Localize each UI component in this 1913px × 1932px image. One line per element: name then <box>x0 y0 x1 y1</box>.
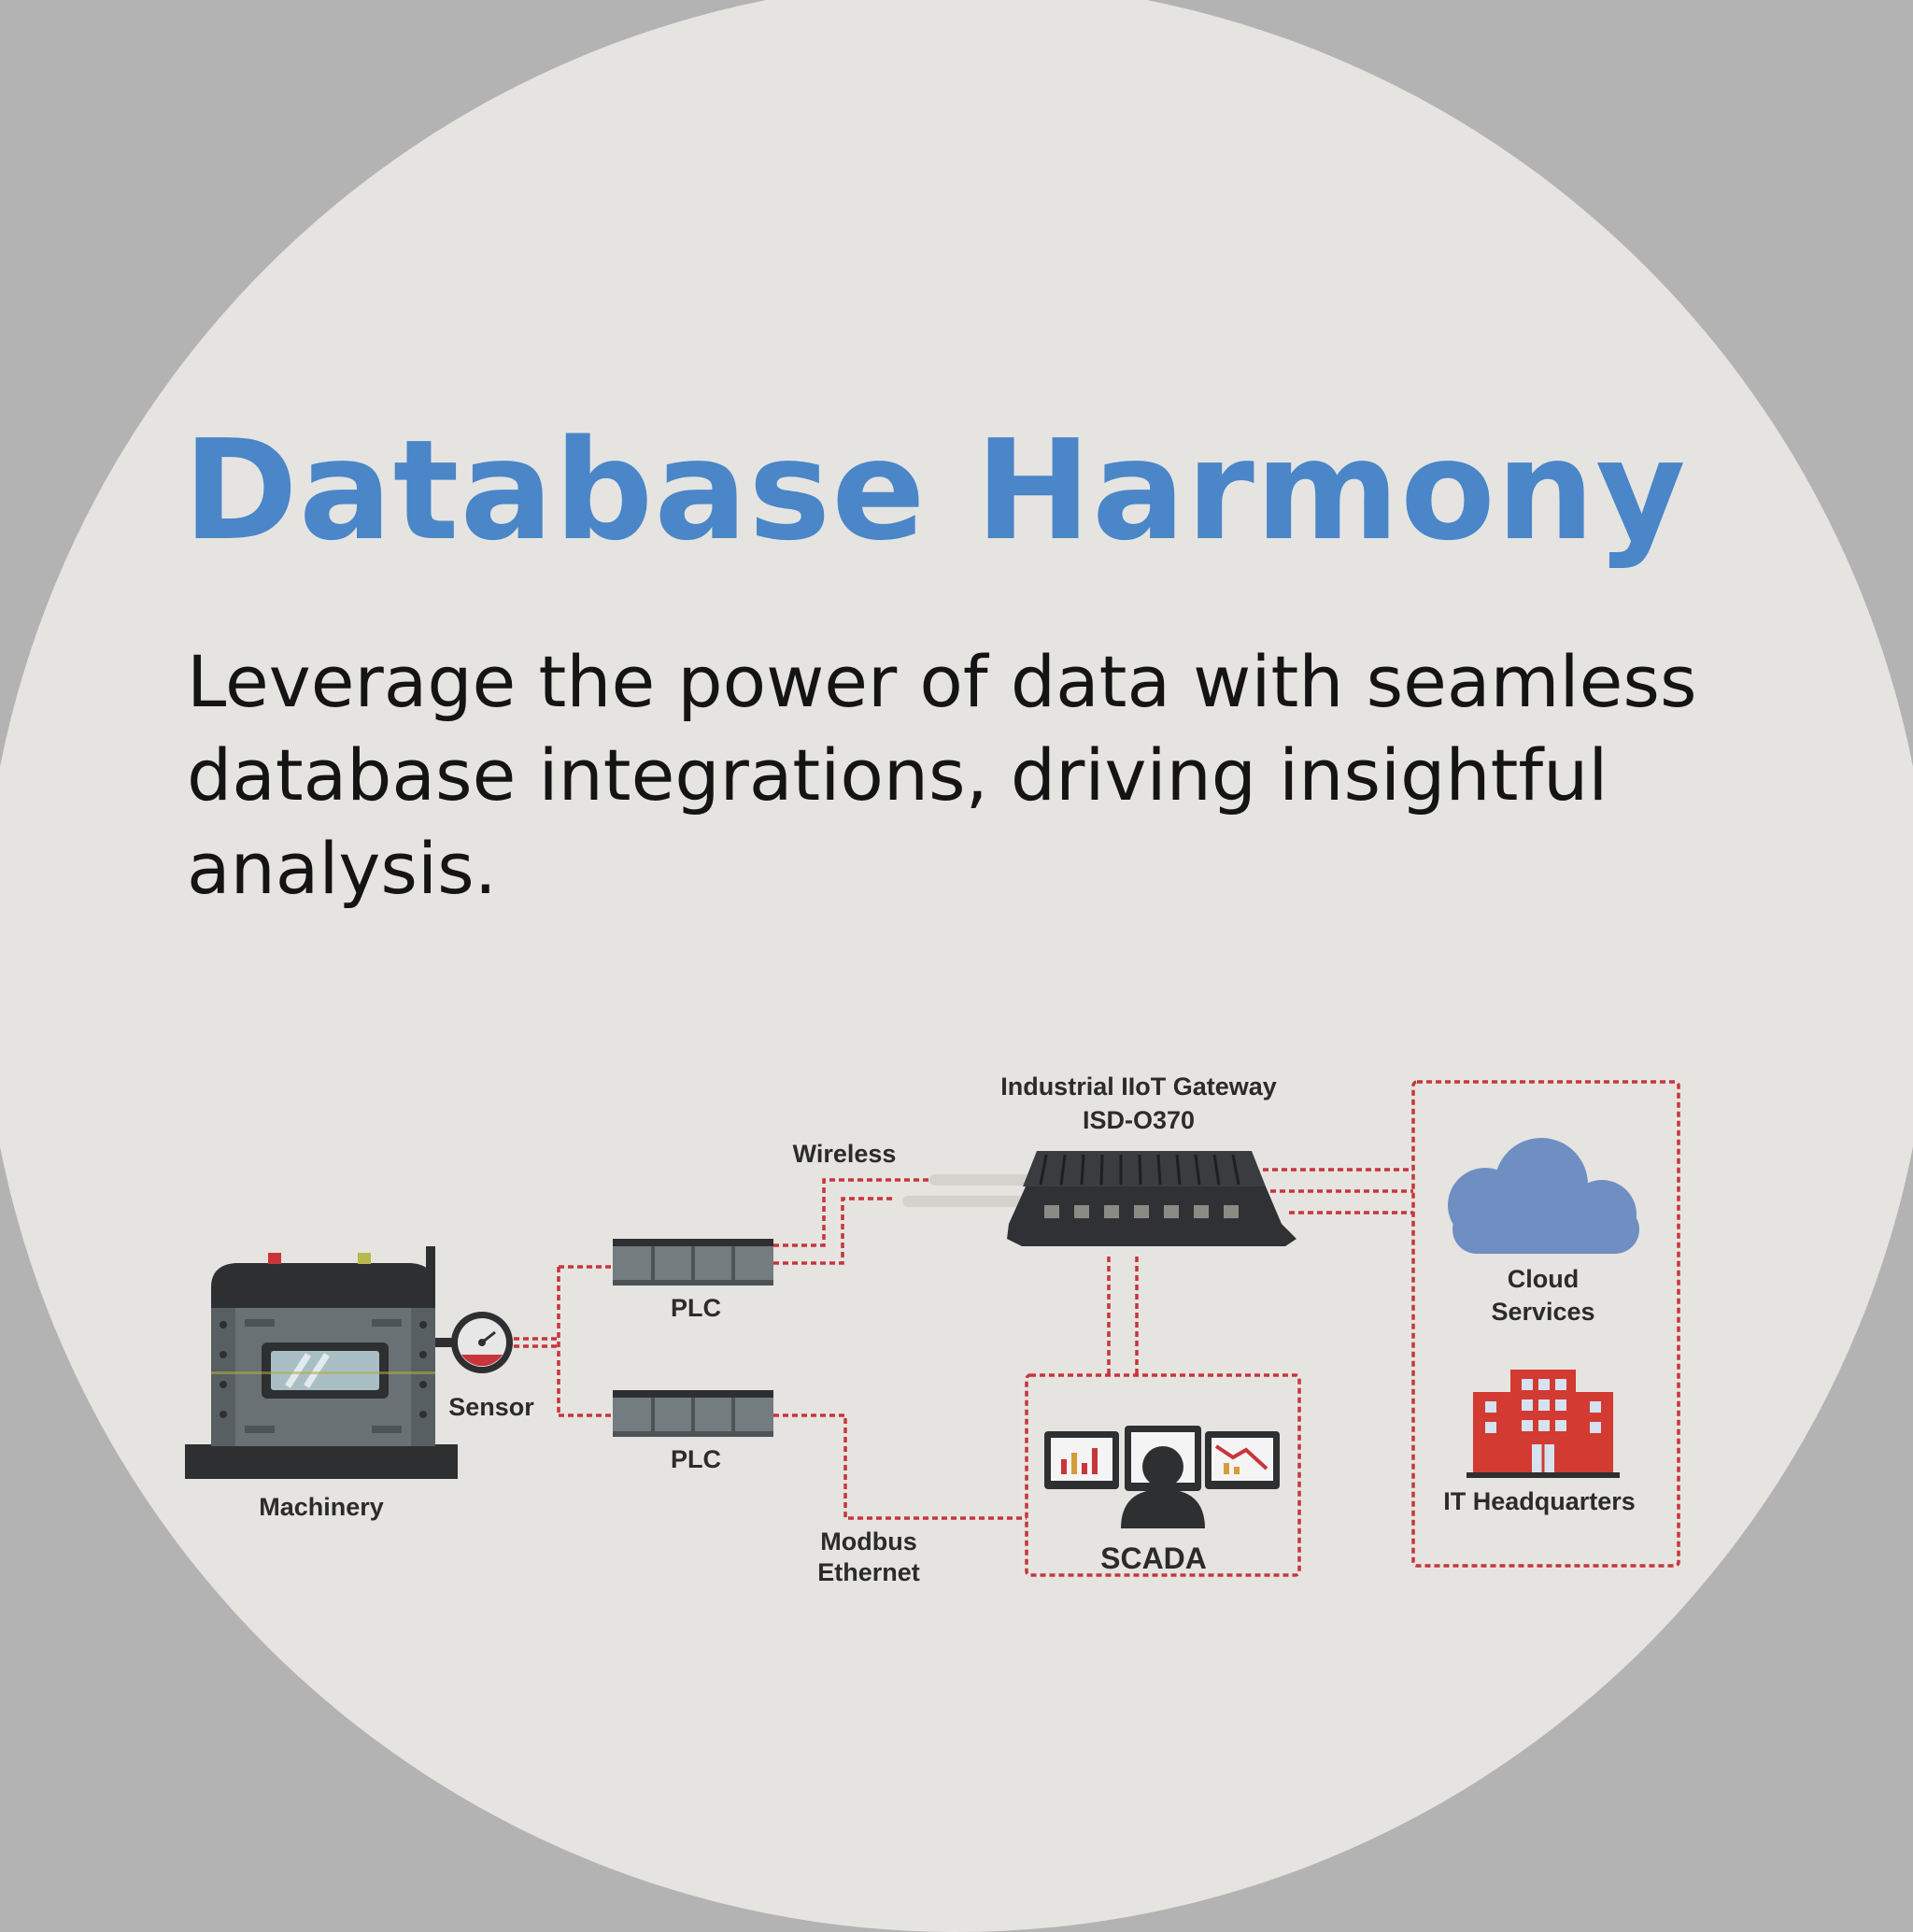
scada-operator-icon <box>1044 1426 1280 1528</box>
plc-top-label: PLC <box>671 1294 721 1322</box>
building-icon <box>1467 1370 1620 1478</box>
plc-to-scada-modbus-line <box>773 1413 1027 1520</box>
connection-lines <box>514 1080 1680 1577</box>
gateway-label-line2: ISD-O370 <box>1083 1106 1195 1134</box>
sensor-gauge-icon <box>435 1312 513 1373</box>
plc-top-icon <box>613 1239 773 1286</box>
modbus-label-line1: Modbus <box>820 1527 916 1556</box>
page-title: Database Harmony <box>183 410 1687 571</box>
plc-to-gateway-wireless-line-1 <box>773 1178 929 1247</box>
machinery-icon <box>185 1246 458 1479</box>
page-subtitle: Leverage the power of data with seamless… <box>187 640 1697 910</box>
machinery-label: Machinery <box>259 1493 384 1521</box>
cloud-it-box <box>1411 1080 1680 1568</box>
modbus-label-line2: Ethernet <box>817 1558 920 1586</box>
scada-label: SCADA <box>1100 1541 1207 1575</box>
plc-bottom-label: PLC <box>671 1445 721 1473</box>
sensor-label: Sensor <box>448 1393 534 1421</box>
cloud-label-line1: Cloud <box>1508 1265 1579 1293</box>
it-headquarters-label: IT Headquarters <box>1443 1487 1636 1515</box>
scada-box <box>1025 1373 1301 1577</box>
plc-to-gateway-wireless-line-2 <box>773 1197 892 1265</box>
cloud-label-line2: Services <box>1491 1298 1594 1326</box>
gateway-label-line1: Industrial IIoT Gateway <box>1000 1073 1277 1101</box>
wireless-label: Wireless <box>793 1140 897 1168</box>
plc-bottom-icon <box>613 1390 773 1437</box>
gateway-device-icon <box>902 1151 1297 1246</box>
cloud-icon <box>1448 1138 1639 1254</box>
